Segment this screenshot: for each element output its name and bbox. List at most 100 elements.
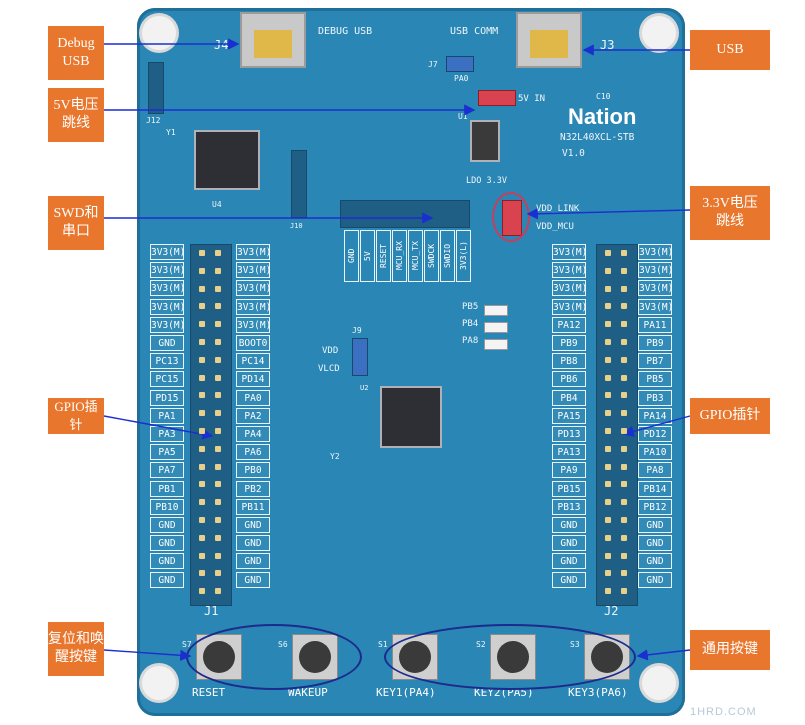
mounting-hole-bottom-right bbox=[642, 666, 676, 700]
header-pin bbox=[605, 463, 611, 470]
pin-label: PA15 bbox=[552, 407, 586, 424]
header-pin bbox=[215, 250, 221, 256]
callout-debug-usb: Debug USB bbox=[48, 26, 104, 80]
header-pin bbox=[215, 410, 221, 417]
pin-label: PA4 bbox=[236, 426, 270, 442]
header-pin bbox=[215, 445, 221, 452]
pin-label: PB9 bbox=[552, 335, 586, 351]
pin-label: GND bbox=[150, 535, 184, 552]
led-label: PB4 bbox=[462, 319, 479, 329]
header-pin bbox=[621, 481, 627, 488]
header-pin bbox=[621, 356, 627, 363]
header-pin bbox=[605, 303, 611, 310]
header-pin bbox=[621, 285, 627, 292]
header-pin bbox=[199, 339, 205, 345]
target-mcu-chip bbox=[380, 386, 442, 448]
nation-logo: Nation bbox=[568, 104, 637, 129]
header-pin bbox=[621, 499, 627, 506]
debug-mcu-chip bbox=[194, 130, 260, 190]
led bbox=[484, 305, 508, 316]
pin-label: PB11 bbox=[236, 498, 270, 515]
pin-label: PA1 bbox=[150, 407, 184, 424]
pin-label: GND bbox=[150, 517, 184, 533]
pin-label: 3V3(M) bbox=[150, 280, 185, 297]
swd-label: 3V3(L) bbox=[456, 230, 471, 282]
callout-swd-uart: SWD和 串口 bbox=[48, 196, 104, 250]
pin-label: PB5 bbox=[638, 371, 672, 388]
led bbox=[484, 339, 508, 350]
pin-label: PD12 bbox=[638, 426, 672, 442]
pin-label: 3V3(M) bbox=[638, 298, 673, 315]
header-pin bbox=[215, 339, 221, 345]
button-ref: S7 bbox=[182, 640, 192, 649]
silk-y2: Y2 bbox=[330, 452, 340, 461]
header-pin bbox=[605, 517, 611, 523]
silk-j9: J9 bbox=[352, 326, 362, 335]
header-pin bbox=[215, 428, 221, 434]
silk-usb-comm: USB COMM bbox=[450, 26, 499, 37]
silk-u2: U2 bbox=[360, 384, 369, 392]
pin-label: 3V3(M) bbox=[552, 262, 587, 279]
pin-label: PA5 bbox=[150, 444, 184, 461]
header-pin bbox=[621, 410, 627, 417]
silk-j10: J10 bbox=[290, 222, 303, 230]
pin-label: 3V3(M) bbox=[236, 316, 271, 333]
header-pin bbox=[199, 570, 205, 577]
pin-label: GND bbox=[552, 571, 586, 588]
pin-label: GND bbox=[150, 553, 184, 570]
watermark: 1HRD.COM bbox=[690, 706, 757, 718]
led-label: PA8 bbox=[462, 336, 479, 346]
silk-j1: J1 bbox=[204, 604, 219, 618]
header-j1 bbox=[190, 244, 232, 606]
silk-c10: C10 bbox=[596, 92, 611, 101]
mounting-hole-top-left bbox=[142, 16, 176, 50]
header-pin bbox=[215, 285, 221, 292]
header-pin bbox=[199, 588, 205, 595]
header-pin bbox=[215, 570, 221, 577]
silk-u4: U4 bbox=[212, 200, 222, 209]
header-pin bbox=[215, 392, 221, 399]
header-pin bbox=[605, 392, 611, 399]
silk-j2: J2 bbox=[604, 604, 619, 618]
silk-y1: Y1 bbox=[166, 128, 176, 137]
pin-label: GND bbox=[552, 535, 586, 552]
pin-label: GND bbox=[552, 517, 586, 533]
header-pin bbox=[605, 356, 611, 363]
header-pin bbox=[199, 303, 205, 310]
pin-label: GND bbox=[638, 517, 672, 533]
header-pin bbox=[199, 250, 205, 256]
highlight-ellipse-left bbox=[186, 624, 362, 690]
header-pin bbox=[621, 552, 627, 559]
header-pin bbox=[199, 374, 205, 381]
pin-label: 3V3(M) bbox=[150, 262, 185, 279]
header-pin bbox=[199, 356, 205, 363]
header-pin bbox=[605, 250, 611, 256]
header-pin bbox=[621, 250, 627, 256]
pin-label: PC15 bbox=[150, 371, 184, 388]
silk-version: V1.0 bbox=[562, 148, 585, 159]
header-pin bbox=[199, 321, 205, 328]
silk-j4: J4 bbox=[214, 38, 229, 52]
header-j10 bbox=[291, 150, 307, 218]
header-pin bbox=[215, 303, 221, 310]
pin-label: PB3 bbox=[638, 389, 672, 406]
callout-3v3-jumper: 3.3V电压 跳线 bbox=[690, 186, 770, 240]
header-pin bbox=[215, 552, 221, 559]
pin-label: PA14 bbox=[638, 407, 672, 424]
mounting-hole-top-right bbox=[642, 16, 676, 50]
debug-usb-connector bbox=[240, 12, 306, 68]
swd-header bbox=[340, 200, 470, 228]
swd-label: MCU_RX bbox=[392, 230, 407, 282]
pin-label: PA13 bbox=[552, 444, 586, 461]
header-pin bbox=[621, 428, 627, 434]
pin-label: PB2 bbox=[236, 480, 270, 497]
silk-pa0: PA0 bbox=[454, 74, 469, 83]
jumper-5v[interactable] bbox=[478, 90, 516, 106]
pin-label: PA3 bbox=[150, 426, 184, 442]
button-label: WAKEUP bbox=[288, 686, 328, 699]
pin-label: PA7 bbox=[150, 462, 184, 479]
header-pin bbox=[199, 499, 205, 506]
mounting-hole-bottom-left bbox=[142, 666, 176, 700]
comm-usb-connector bbox=[516, 12, 582, 68]
button-label: RESET bbox=[192, 686, 226, 699]
